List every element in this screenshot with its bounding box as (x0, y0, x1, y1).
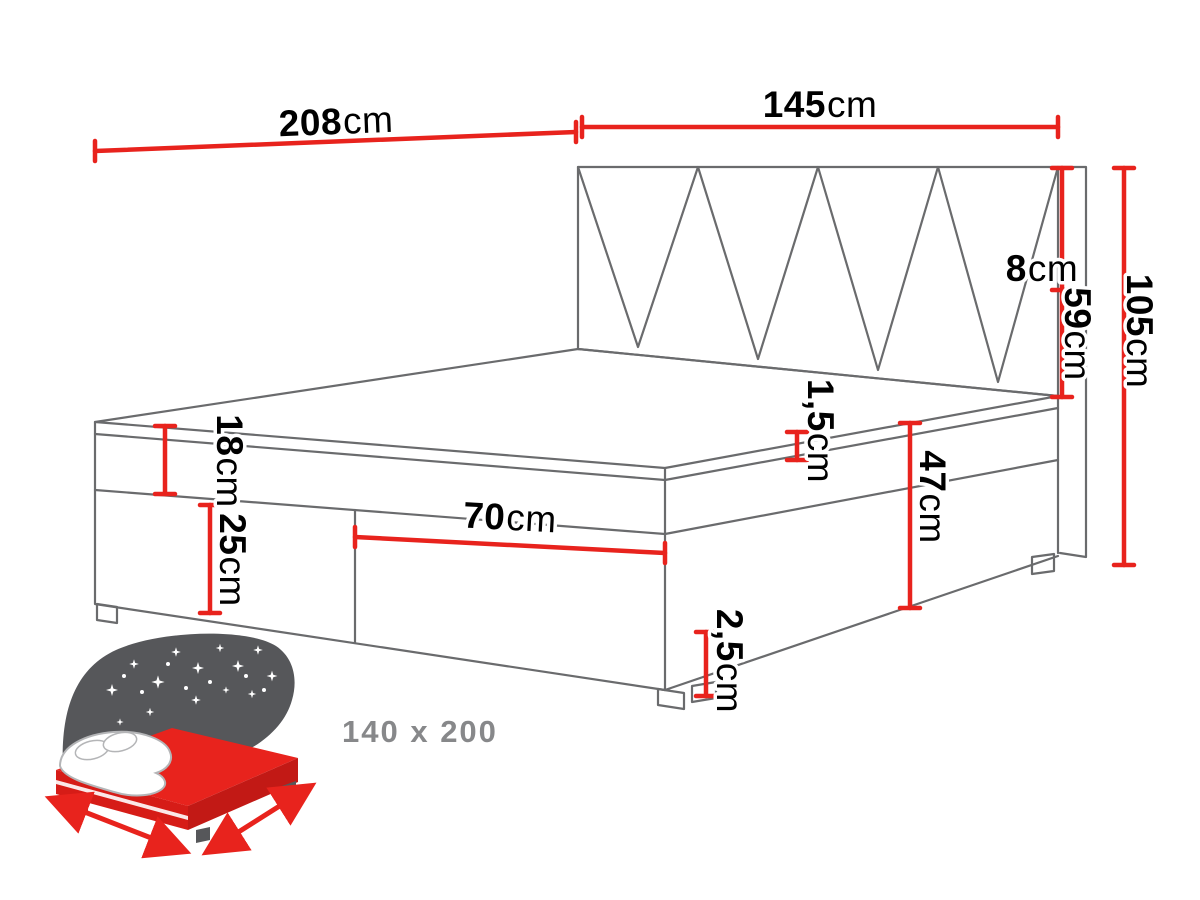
bed-side-bottom-edge (663, 554, 1060, 692)
width-arrow (44, 791, 192, 859)
dim-label-headboard-height: 59cm (1058, 287, 1099, 380)
dim-base-line (197, 502, 223, 616)
dim-side-height-line (897, 420, 923, 611)
dimension-lines (92, 114, 1137, 699)
dim-label-leg-height: 2,5cm (710, 609, 751, 713)
dim-label-side-height: 47cm (913, 450, 954, 543)
headboard-panel (576, 165, 1060, 398)
dim-label-piping-height: 1,5cm (801, 379, 842, 483)
bed-leg (656, 687, 686, 711)
bed-size-icon (44, 633, 317, 859)
dim-label-base-height: 25cm (213, 513, 254, 606)
bed-leg (1030, 552, 1056, 576)
dim-width-line (579, 114, 1061, 140)
dim-leg-line (693, 629, 719, 699)
bed-leg (196, 827, 210, 843)
dim-headboard-line (1049, 165, 1075, 400)
dim-label-length: 208cm (278, 98, 394, 144)
dim-label-drawer-width: 70cm (462, 494, 558, 540)
dim-label-total-height: 105cm (1120, 274, 1161, 389)
dim-drawer-line (352, 524, 668, 566)
bed-front-face (93, 420, 667, 692)
mattress-base-seam (93, 458, 1060, 536)
length-arrow (201, 782, 317, 856)
dim-mattress-line (152, 423, 178, 497)
dim-length-line (92, 119, 579, 164)
icon-bed (56, 728, 298, 843)
size-arrows (44, 782, 317, 859)
stars (106, 643, 278, 726)
dim-piping-line (784, 429, 810, 463)
dim-label-headboard-thickness: 8cm (1006, 248, 1078, 289)
dim-label-mattress-height: 18cm (210, 414, 251, 507)
dim-label-width: 145cm (763, 84, 878, 125)
dim-total-height-line (1111, 165, 1137, 568)
bed-leg (95, 602, 119, 625)
size-caption: 140 x 200 (342, 714, 498, 749)
headboard-zigzag-pattern (576, 165, 1060, 384)
dimension-labels: 208cm 145cm 8cm 59cm 105cm 18cm 25cm 70c… (206, 80, 1164, 717)
pillow (102, 731, 138, 753)
